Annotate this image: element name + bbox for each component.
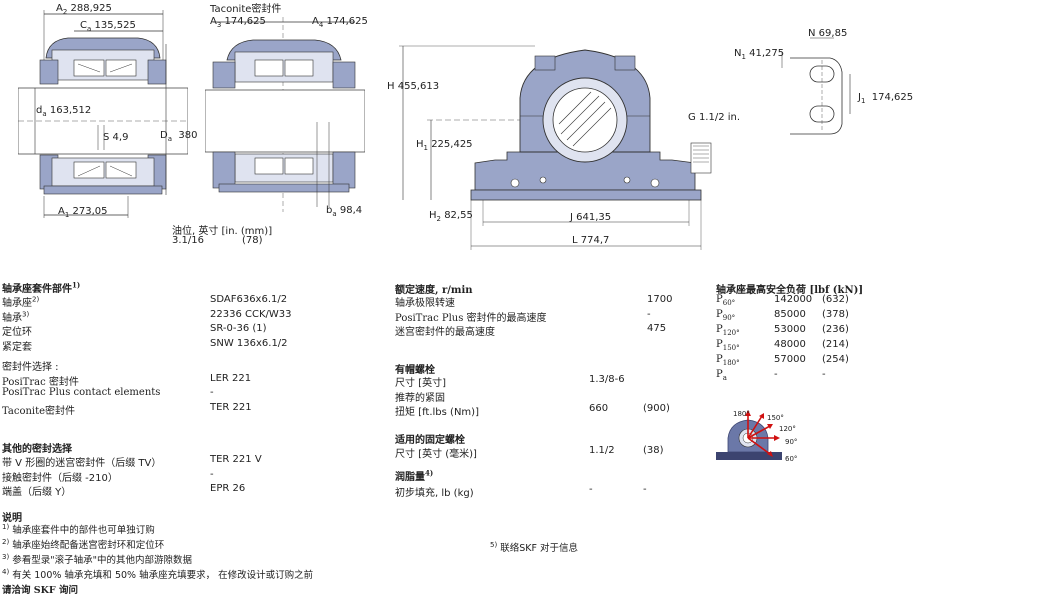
table-row: 尺寸 [英寸 (毫米)] 1.1/2 (38) xyxy=(395,445,664,460)
table-row: 推荐的紧固 xyxy=(395,392,445,404)
grease-title: 润脂量4) xyxy=(395,468,434,483)
speed-table: 轴承极限转速 1700 PosiTrac Plus 密封件的最高速度 - 迷宫密… xyxy=(395,294,695,338)
notes-list: 1) 轴承座套件中的部件也可单独订购 2) 轴承座始终配备迷宫密封环和定位环 3… xyxy=(2,522,313,596)
loads-title: 轴承座最高安全负荷 [lbf (kN)] xyxy=(716,285,864,296)
table-row: 接触密封件（后缀 -210） - xyxy=(2,468,214,484)
cap-bolts-table: 尺寸 [英寸] 1.3/8-6 推荐的紧固 扭矩 [ft.lbs (Nm)] 6… xyxy=(395,374,695,418)
table-row: P60° 142000 (632) xyxy=(716,294,849,307)
angle-60-label: 60° xyxy=(785,455,798,463)
load-direction-diagram xyxy=(712,404,812,468)
other-seals-title: 其他的密封选择 xyxy=(2,444,72,455)
front-svg xyxy=(399,45,712,250)
drawing-section-taconite xyxy=(204,12,366,217)
dim-da: da 163,512 xyxy=(36,105,92,118)
fix-bolts-table: 尺寸 [英寸 (毫米)] 1.1/2 (38) xyxy=(395,445,695,460)
table-row: 紧定套 SNW 136x6.1/2 xyxy=(2,337,288,353)
table-row: 轴承极限转速 1700 xyxy=(395,294,673,309)
dim-a2: A2 288,925 xyxy=(56,3,112,16)
angle-150-label: 150° xyxy=(767,414,784,422)
dim-h: H 455,613 xyxy=(387,81,440,92)
oil-level-mm: (78) xyxy=(242,235,263,246)
table-row: 初步填充, lb (kg) - - xyxy=(395,484,647,499)
components-table: 轴承座2) SDAF636x6.1/2 轴承3) 22336 CCK/W33 定… xyxy=(2,294,362,417)
dim-h2: H2 82,55 xyxy=(429,210,473,223)
cap-bolts-title: 有帽螺栓 xyxy=(395,365,435,376)
taconite-label: Taconite密封件 xyxy=(210,4,282,15)
list-item: 1) 轴承座套件中的部件也可单独订购 xyxy=(2,522,155,536)
dim-l: L 774,7 xyxy=(572,235,610,246)
list-item: 2) 轴承座始终配备迷宫密封环和定位环 xyxy=(2,537,165,551)
drawing-front xyxy=(395,28,745,258)
grease-table: 初步填充, lb (kg) - - xyxy=(395,484,695,499)
angle-90-label: 90° xyxy=(785,438,798,446)
oil-level-label: 油位, 英寸 [in. (mm)] xyxy=(172,226,273,237)
dim-g: G 1.1/2 in. xyxy=(688,112,741,123)
dim-a1: A1 273,05 xyxy=(58,206,108,219)
section-left-svg xyxy=(17,10,189,218)
dim-h1: H1 225,425 xyxy=(416,139,473,152)
drawing-foot xyxy=(770,28,870,148)
dim-n1: N1 41,275 xyxy=(734,48,785,61)
drawing-section-left xyxy=(17,0,189,230)
list-item: 3) 参看型录"滚子轴承"中的其他内部游隙数据 xyxy=(2,552,192,566)
table-row: PosiTrac Plus 密封件的最高速度 - xyxy=(395,308,651,324)
speed-title: 额定速度, r/min xyxy=(395,285,473,296)
table-row: 尺寸 [英寸] 1.3/8-6 xyxy=(395,374,625,389)
dim-j1: J1 174,625 xyxy=(858,92,914,105)
seal-choice-label: 密封件选择 : xyxy=(2,362,59,373)
table-row: P180° 57000 (254) xyxy=(716,354,849,367)
foot-svg xyxy=(781,37,851,135)
dim-s: S 4,9 xyxy=(103,132,129,143)
table-row: P150° 48000 (214) xyxy=(716,339,849,352)
other-seals-table: 带 V 形圈的迷宫密封件（后缀 TV） TER 221 V 接触密封件（后缀 -… xyxy=(2,454,362,498)
dim-j: J 641,35 xyxy=(570,212,612,223)
list-item: 4) 有关 100% 轴承充填和 50% 轴承座充填要求， 在修改设计或订购之前 xyxy=(2,567,314,581)
notes-title: 说明 xyxy=(2,513,22,524)
dim-Da: Da 380 xyxy=(160,130,198,143)
fix-bolts-title: 适用的固定螺栓 xyxy=(395,435,465,446)
table-row: 端盖（后缀 Y） EPR 26 xyxy=(2,483,246,498)
oil-level-in: 3.1/16 xyxy=(172,235,204,246)
section-taconite-svg xyxy=(204,17,366,212)
angle-180-label: 180° xyxy=(733,410,750,418)
table-row: P120° 53000 (236) xyxy=(716,324,849,337)
contact-skf: 请洽询 SKF 询问 xyxy=(2,585,78,596)
table-row: Taconite密封件 TER 221 xyxy=(2,401,252,417)
table-row: PosiTrac 密封件 LER 221 xyxy=(2,372,252,388)
table-row: 带 V 形圈的迷宫密封件（后缀 TV） TER 221 V xyxy=(2,454,262,469)
loads-table: P60° 142000 (632) P90° 85000 (378) P120°… xyxy=(716,294,916,384)
dim-a4: A4 174,625 xyxy=(312,16,368,29)
table-row: P90° 85000 (378) xyxy=(716,309,849,322)
table-row: PosiTrac Plus contact elements - xyxy=(2,387,214,398)
table-row: Pa - - xyxy=(716,369,826,382)
table-row: 定位环 SR-0-36 (1) xyxy=(2,323,267,338)
table-row: 轴承座2) SDAF636x6.1/2 xyxy=(2,294,288,309)
angle-120-label: 120° xyxy=(779,425,796,433)
dim-a3: A3 174,625 xyxy=(210,16,266,29)
load-diagram-svg xyxy=(716,410,782,460)
table-row: 轴承3) 22336 CCK/W33 xyxy=(2,308,292,324)
note-5: 5) 联络SKF 对于信息 xyxy=(490,540,578,554)
table-row: 迷宫密封件的最高速度 475 xyxy=(395,323,667,338)
table-row: 扭矩 [ft.lbs (Nm)] 660 (900) xyxy=(395,403,670,418)
dim-ba: ba 98,4 xyxy=(326,205,363,218)
dim-ca: Ca 135,525 xyxy=(80,20,136,33)
components-title: 轴承座套件部件1) xyxy=(2,280,81,295)
dim-n: N 69,85 xyxy=(808,28,848,39)
